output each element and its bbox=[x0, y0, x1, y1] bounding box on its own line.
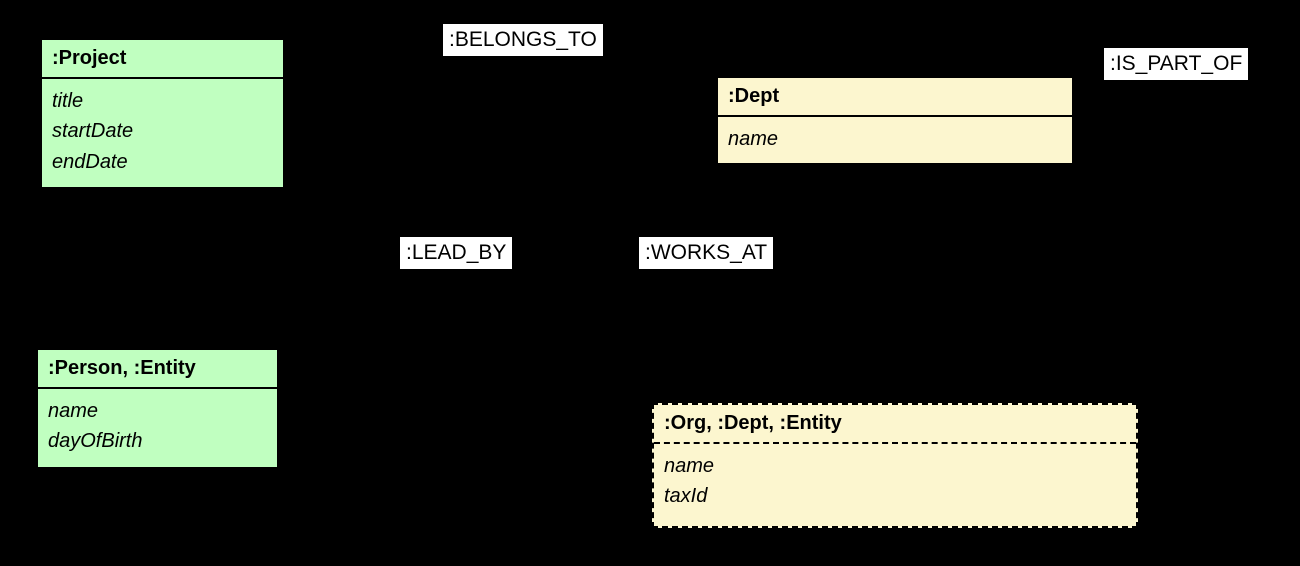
edge-line-lead-by bbox=[467, 190, 469, 365]
edge-label-works-at[interactable]: :WORKS_AT bbox=[639, 237, 774, 269]
node-project-attributes: title startDate endDate bbox=[42, 79, 283, 187]
edge-label-belongs-to[interactable]: :BELONGS_TO bbox=[443, 24, 603, 56]
edge-label-is-part-of[interactable]: :IS_PART_OF bbox=[1104, 48, 1249, 80]
node-org-dept-entity-attributes: name taxId bbox=[654, 444, 1136, 526]
node-project[interactable]: :Project title startDate endDate bbox=[40, 38, 285, 189]
attribute-item: name bbox=[728, 128, 779, 150]
node-person-entity[interactable]: :Person, :Entity name dayOfBirth bbox=[36, 348, 279, 469]
edge-line-works-at bbox=[721, 190, 723, 410]
node-dept[interactable]: :Dept name bbox=[716, 76, 1074, 165]
attribute-item: startDate bbox=[52, 120, 134, 143]
node-dept-header: :Dept bbox=[718, 78, 1072, 117]
node-org-dept-entity[interactable]: :Org, :Dept, :Entity name taxId bbox=[652, 403, 1138, 528]
attribute-item: name bbox=[664, 455, 715, 477]
node-org-dept-entity-header: :Org, :Dept, :Entity bbox=[654, 405, 1136, 444]
node-person-entity-header: :Person, :Entity bbox=[38, 350, 277, 389]
node-dept-attributes: name bbox=[718, 117, 1072, 163]
attribute-item: title bbox=[52, 90, 84, 112]
node-project-header: :Project bbox=[42, 40, 283, 79]
attribute-item: dayOfBirth bbox=[48, 430, 143, 453]
attribute-item: taxId bbox=[664, 485, 708, 508]
edge-label-lead-by[interactable]: :LEAD_BY bbox=[400, 237, 513, 269]
node-person-entity-attributes: name dayOfBirth bbox=[38, 389, 277, 467]
attribute-item: endDate bbox=[52, 150, 128, 173]
edge-line-is-part-of bbox=[1185, 76, 1187, 426]
attribute-item: name bbox=[48, 400, 99, 422]
